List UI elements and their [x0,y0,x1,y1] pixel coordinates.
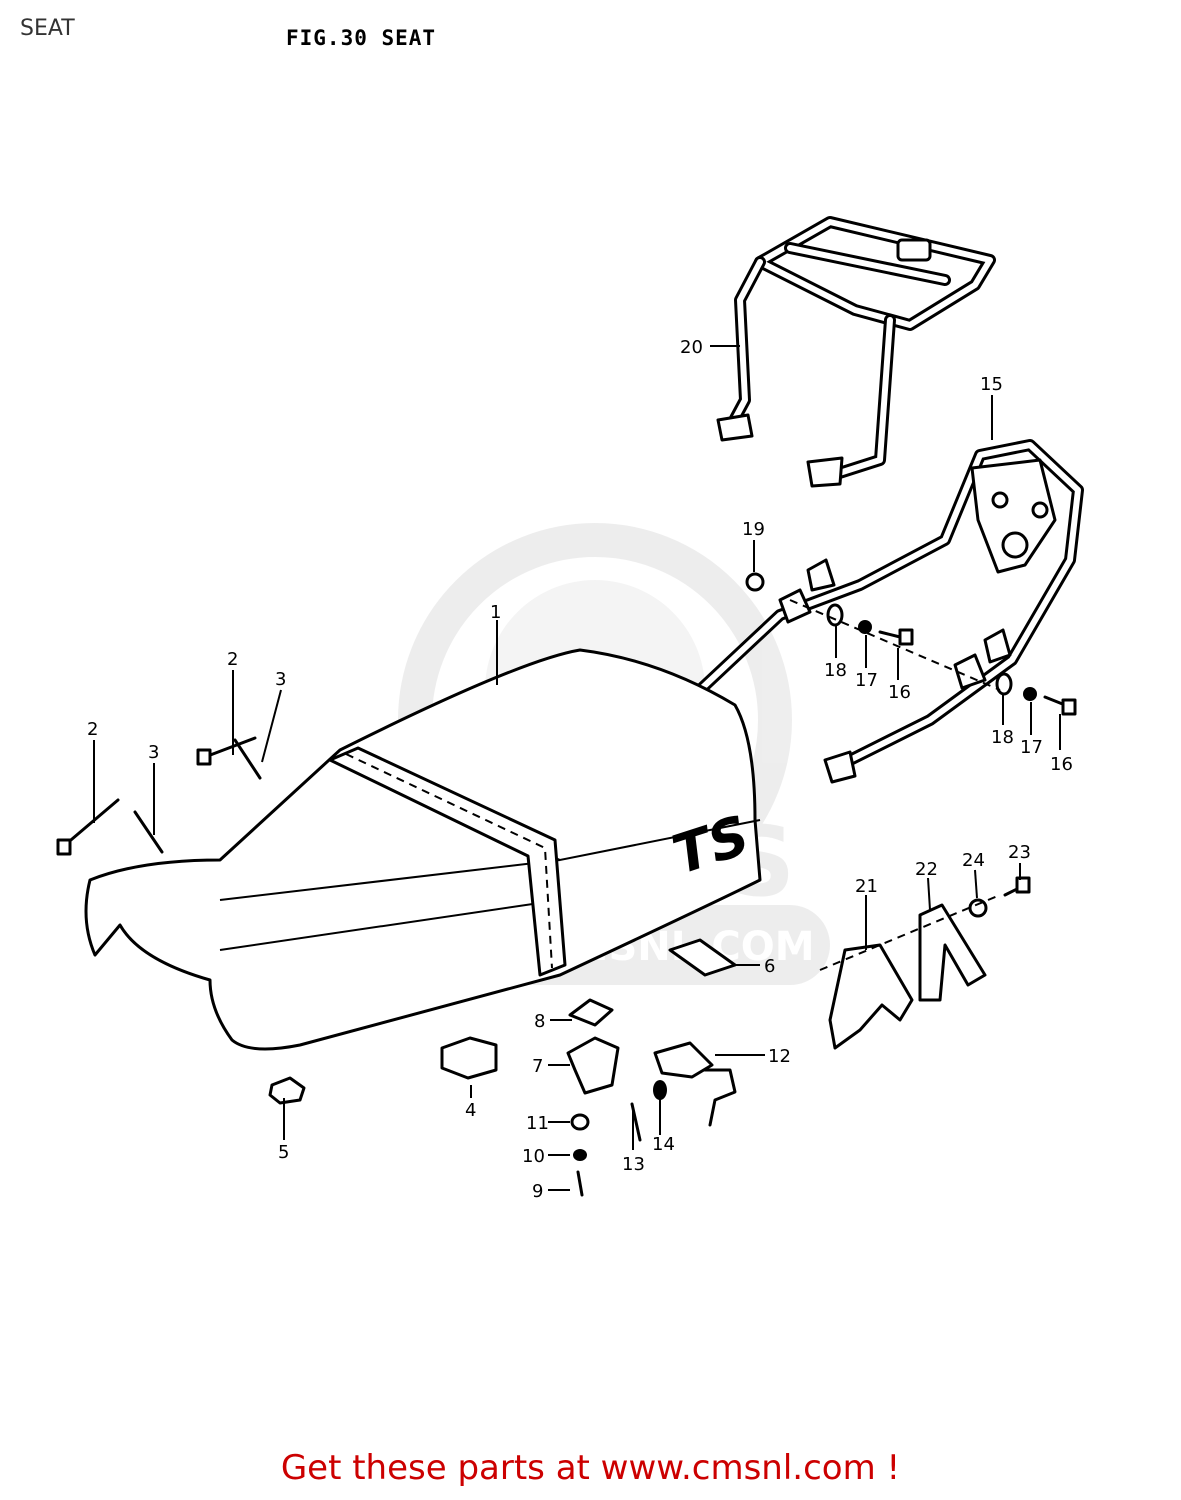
callout-3-right: 3 [275,669,286,690]
callout-9: 9 [532,1181,543,1202]
callout-10: 10 [522,1146,545,1167]
callout-6: 6 [764,956,775,977]
callout-1: 1 [490,602,501,623]
callout-12: 12 [768,1046,791,1067]
part-bolts-2-3 [56,736,262,856]
callout-11: 11 [526,1113,549,1134]
callout-14: 14 [652,1134,675,1155]
exploded-parts-diagram: CMS WWW.CMSNL.COM [56,216,1084,1202]
part-grab-bar [694,439,1084,784]
callout-13: 13 [622,1154,645,1175]
callout-17-upper: 17 [855,670,878,691]
callout-3-left: 3 [148,742,159,763]
callout-leader-lines [93,345,1061,1191]
callout-18-upper: 18 [824,660,847,681]
callout-8: 8 [534,1011,545,1032]
get-parts-link[interactable]: Get these parts at www.cmsnl.com ! [280,1448,901,1488]
callout-22: 22 [915,859,938,880]
callout-numbers: 1 2 2 3 3 4 5 6 7 8 9 10 11 12 13 14 15 … [87,337,1073,1202]
callout-16-upper: 16 [888,682,911,703]
callout-2-left: 2 [87,719,98,740]
callout-7: 7 [532,1056,543,1077]
part-hardware-16-19 [745,572,1077,716]
figure-title: FIG.30 SEAT [286,26,437,50]
callout-24: 24 [962,850,985,871]
callout-5: 5 [278,1142,289,1163]
part-bracket-21-24 [819,876,1031,1050]
part-seat: TS [84,648,762,1051]
part-luggage-rack [716,216,996,488]
callout-4: 4 [465,1100,476,1121]
callout-16-lower: 16 [1050,754,1073,775]
callout-17-lower: 17 [1020,737,1043,758]
callout-23: 23 [1008,842,1031,863]
callout-21: 21 [855,876,878,897]
page-header-label: SEAT [20,16,75,41]
callout-2-right: 2 [227,649,238,670]
callout-18-lower: 18 [991,727,1014,748]
callout-20: 20 [680,337,703,358]
callout-15: 15 [980,374,1003,395]
callout-19: 19 [742,519,765,540]
